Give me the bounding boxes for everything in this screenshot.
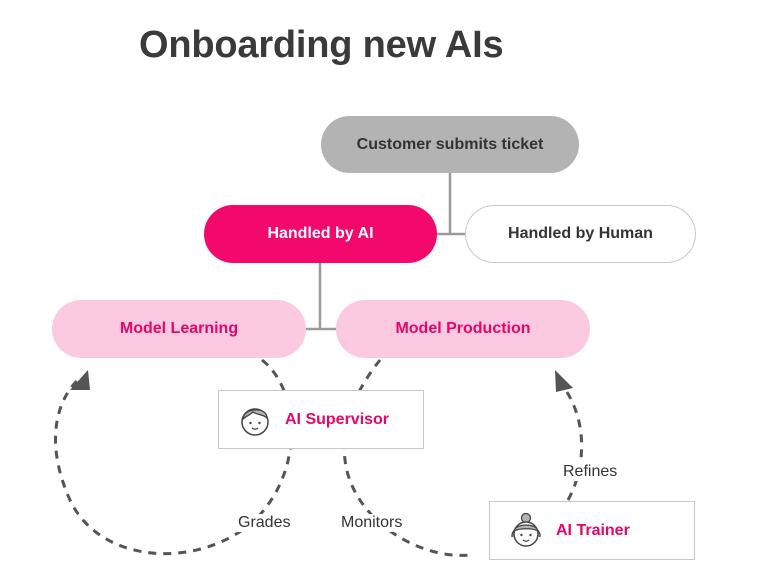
node-ai-supervisor: AI Supervisor — [218, 390, 424, 449]
person-bun-hair-icon — [511, 512, 541, 547]
refines-arrowhead-icon — [555, 370, 573, 392]
edge-label-refines: Refines — [560, 463, 621, 481]
diagram-title: Onboarding new AIs — [139, 24, 504, 66]
node-model-learning: Model Learning — [52, 300, 306, 358]
edge-label-grades: Grades — [235, 514, 294, 532]
edge-label-monitors: Monitors — [338, 514, 406, 532]
monitors-loop-arrow — [342, 359, 471, 557]
person-short-hair-icon — [241, 407, 269, 436]
node-handled-by-human: Handled by Human — [465, 205, 696, 263]
node-handled-by-ai: Handled by AI — [204, 205, 437, 263]
ai-trainer-label: AI Trainer — [556, 521, 630, 539]
refines-loop-arrow — [558, 381, 584, 501]
node-customer-submits-ticket: Customer submits ticket — [321, 116, 579, 173]
grades-arrowhead-icon — [70, 370, 90, 390]
ai-supervisor-label: AI Supervisor — [285, 410, 390, 428]
node-ai-trainer: AI Trainer — [489, 501, 695, 560]
node-model-production: Model Production — [336, 300, 590, 358]
